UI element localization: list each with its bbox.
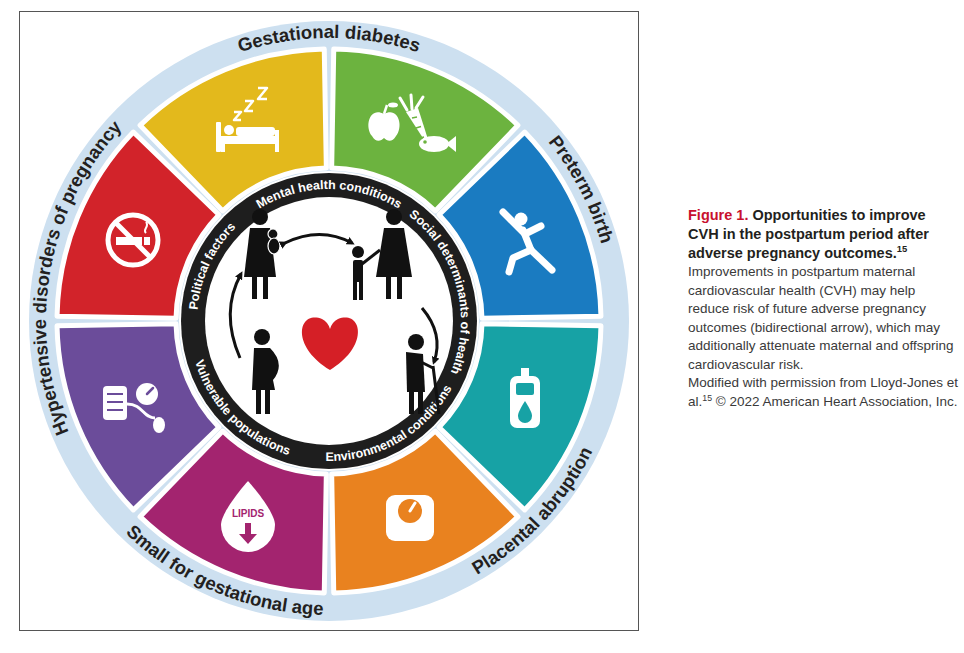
down-arrow [239, 523, 257, 544]
ring-label-text: Preterm birth [545, 131, 618, 245]
ring-label: Political factors [186, 220, 238, 311]
drop-label: LIPIDS [218, 508, 278, 519]
ring-label: Placental abruption [468, 443, 596, 578]
figure-caption: Figure 1.Opportunities to improve CVH in… [688, 206, 960, 411]
life-course-illustration [20, 12, 638, 630]
ring-text-layer: Mental health conditionsSocial determina… [181, 173, 477, 469]
drop-shape [218, 479, 278, 553]
figure-number: Figure 1. [688, 207, 748, 223]
ring-label-text: Social determinants of health [407, 207, 472, 376]
segment [439, 132, 601, 318]
ring-label-text: Vulnerable populations [192, 358, 292, 458]
ring-text-layer: Gestational diabetesPreterm birthPlacent… [29, 21, 629, 621]
ring-label: Social determinants of health [407, 207, 472, 376]
ring-label: Hypertensive disorders of pregnancy [29, 116, 126, 439]
reference-number: 15 [897, 243, 907, 254]
heart [302, 318, 358, 370]
ring-label: Preterm birth [545, 131, 618, 245]
blood-pressure-icon [103, 383, 165, 433]
sleep-icon [216, 88, 279, 152]
icon-layer [20, 12, 638, 630]
scale-icon [386, 495, 434, 541]
ring-label-text: Political factors [186, 220, 238, 311]
inner-white-circle [205, 197, 453, 445]
ring-label: Vulnerable populations [192, 358, 292, 458]
cycle-arrows [230, 235, 437, 363]
social-factors-ring: Mental health conditionsSocial determina… [181, 173, 477, 469]
ring-label-text: Placental abruption [468, 443, 596, 578]
ring-label: Mental health conditions [254, 178, 405, 212]
ring-label-text: Gestational diabetes [235, 21, 423, 56]
outer-disk [29, 21, 629, 621]
segment [57, 324, 219, 510]
ring-label: Gestational diabetes [235, 21, 423, 56]
caption-heading: Figure 1.Opportunities to improve CVH in… [688, 206, 960, 263]
drop-outline [221, 481, 275, 552]
caption-body: Improvements in postpartum maternal card… [688, 263, 960, 374]
ring-label-text: Hypertensive disorders of pregnancy [29, 116, 126, 439]
caption-text: Improvements in postpartum maternal card… [688, 264, 953, 372]
lipids-drop: LIPIDS [218, 479, 278, 553]
reference-number: 15 [702, 392, 712, 402]
outer-ring-band: Gestational diabetesPreterm birthPlacent… [29, 21, 629, 621]
segment [140, 49, 326, 211]
ring-label-text: Mental health conditions [254, 178, 405, 212]
segment-group [57, 49, 601, 593]
ring-label-text: Environmental conditions [325, 382, 454, 464]
figure-frame: Gestational diabetesPreterm birthPlacent… [19, 11, 639, 631]
ring-label: Small for gestational age [123, 521, 324, 619]
segment [332, 431, 518, 593]
ring-label-text: Small for gestational age [123, 521, 324, 619]
background-layer [20, 12, 638, 630]
copyright-text: © 2022 American Heart Association, Inc. [716, 394, 958, 409]
glucose-meter-icon [510, 368, 540, 428]
food-icon [368, 95, 456, 152]
inner-gap [179, 171, 479, 471]
ring-label: Environmental conditions [325, 382, 454, 464]
figures [244, 209, 439, 414]
caption-credit: Modified with permission from Lloyd-Jone… [688, 374, 960, 411]
no-smoking-icon [108, 215, 158, 265]
exercise-icon [503, 212, 552, 272]
